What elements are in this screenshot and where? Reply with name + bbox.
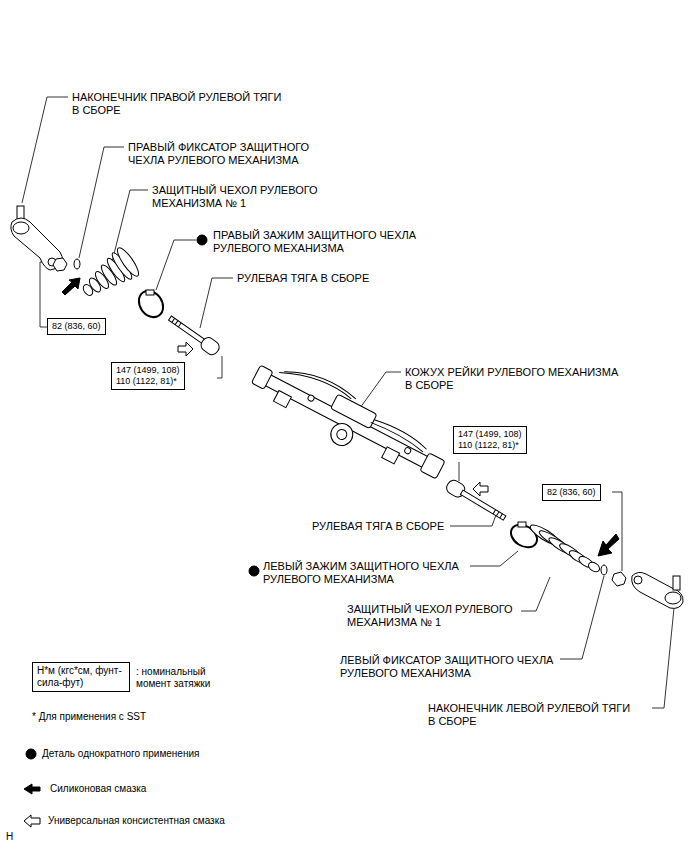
legend-entry: Деталь однократного применения — [42, 748, 199, 760]
part-name: ЗАЩИТНЫЙ ЧЕХОЛ РУЛЕВОГО МЕХАНИЗМА № 1 — [347, 603, 527, 629]
part-name: ЗАЩИТНЫЙ ЧЕХОЛ РУЛЕВОГО МЕХАНИЗМА № 1 — [152, 184, 332, 210]
boot-clamp — [507, 520, 541, 552]
torque-value: 147 (1499, 108) — [116, 365, 180, 376]
lock-nut — [53, 258, 67, 271]
torque-box: 147 (1499, 108)110 (1122, 81)* — [453, 426, 527, 454]
part-name: НАКОНЕЧНИК ЛЕВОЙ РУЛЕВОЙ ТЯГИ В СБОРЕ — [428, 702, 638, 728]
torque-value: 82 (836, 60) — [52, 321, 101, 332]
legend-note: : номинальный момент затяжки — [136, 666, 231, 690]
part-name: НАКОНЕЧНИК ПРАВОЙ РУЛЕВОЙ ТЯГИ В СБОРЕ — [72, 91, 287, 117]
part-name: ПРАВЫЙ ЗАЖИМ ЗАЩИТНОГО ЧЕХЛА РУЛЕВОГО МЕ… — [213, 229, 423, 255]
grease-arrow — [178, 342, 193, 356]
figure-mark: H — [6, 831, 13, 843]
tie-rod — [444, 478, 508, 524]
boot-retainer — [601, 565, 607, 575]
torque-value: 82 (836, 60) — [547, 487, 596, 498]
tie-rod — [166, 312, 222, 357]
torque-value: 110 (1122, 81)* — [458, 440, 522, 451]
footnote: * Для применения с SST — [32, 711, 146, 723]
lock-nut — [612, 572, 626, 586]
leader-lines — [22, 97, 674, 708]
part-name: КОЖУХ РЕЙКИ РУЛЕВОГО МЕХАНИЗМА В СБОРЕ — [405, 366, 623, 392]
part-name: ЛЕВЫЙ ФИКСАТОР ЗАЩИТНОГО ЧЕХЛА РУЛЕВОГО … — [340, 654, 558, 680]
silicone-grease-arrow — [598, 534, 619, 556]
tie-rod-end — [632, 572, 683, 608]
torque-box: 82 (836, 60) — [542, 484, 601, 501]
legend-silicone-arrow — [24, 784, 40, 794]
one-time-use-mark — [249, 566, 259, 576]
grease-arrow — [473, 482, 488, 496]
torque-value: 147 (1499, 108) — [458, 429, 522, 440]
boot-retainer — [74, 259, 80, 269]
legend-grease-arrow — [24, 815, 40, 827]
part-name: РУЛЕВАЯ ТЯГА В СБОРЕ — [312, 520, 444, 533]
one-time-use-mark — [197, 235, 207, 245]
legend-one-time-mark — [26, 749, 36, 759]
legend-entry: Силиконовая смазка — [50, 783, 146, 795]
legend-entry: Универсальная консистентная смазка — [48, 815, 225, 827]
part-name: ПРАВЫЙ ФИКСАТОР ЗАЩИТНОГО ЧЕХЛА РУЛЕВОГО… — [128, 141, 318, 167]
unit-legend-box: Н*м (кгс*см, фунт-сила-фут) — [32, 662, 130, 692]
torque-box: 147 (1499, 108)110 (1122, 81)* — [111, 362, 185, 390]
torque-value: 110 (1122, 81)* — [116, 376, 180, 387]
part-name: ЛЕВЫЙ ЗАЖИМ ЗАЩИТНОГО ЧЕХЛА РУЛЕВОГО МЕХ… — [263, 560, 471, 586]
rubber-boot — [81, 245, 142, 297]
rubber-boot — [528, 522, 601, 574]
torque-box: 82 (836, 60) — [47, 318, 106, 335]
torque-value: Н*м (кгс*см, фунт-сила-фут) — [37, 665, 125, 689]
boot-clamp — [134, 286, 168, 322]
silicone-grease-arrow — [62, 278, 80, 295]
part-name: РУЛЕВАЯ ТЯГА В СБОРЕ — [237, 272, 369, 285]
